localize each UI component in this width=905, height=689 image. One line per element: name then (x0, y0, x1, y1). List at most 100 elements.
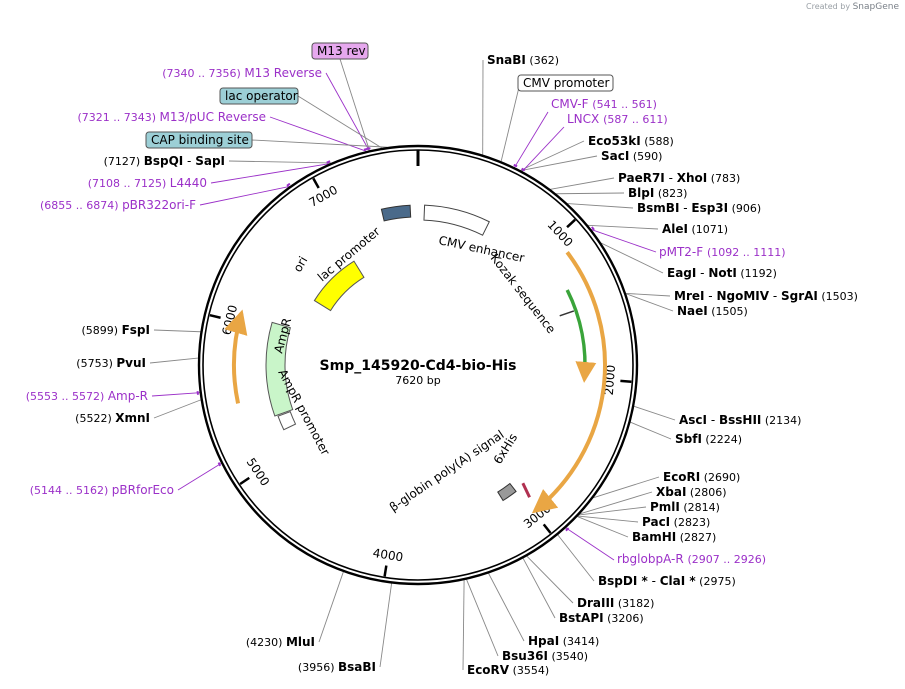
primer-name: L4440 (170, 176, 207, 190)
enzyme-pos: (5753) (76, 357, 116, 370)
leader-24 (318, 571, 344, 643)
primer-range: (541 .. 561) (592, 98, 657, 111)
ampr-feature (265, 321, 294, 417)
boxed-text: lac operator (225, 89, 298, 103)
enzyme-name: EcoRV (467, 663, 510, 677)
enzyme-name: XbaI (656, 485, 686, 499)
enzyme-pos: (5899) (82, 324, 122, 337)
enzyme-name: NgoMIV (716, 289, 769, 303)
enzyme-blpi: BlpI (823) (628, 186, 687, 200)
enzyme-name: Bsu36I (502, 649, 548, 663)
boxed-leader-0 (339, 58, 370, 151)
enzyme-pos: (3182) (614, 597, 654, 610)
enzyme-sep: - (696, 266, 708, 280)
leader-26 (149, 357, 199, 364)
scale-label-7000: 7000 (307, 183, 340, 210)
watermark-brand: SnapGene (852, 2, 899, 12)
primer-name: LNCX (567, 112, 603, 126)
enzyme-pos: (590) (629, 150, 662, 163)
plasmid-size: 7620 bp (395, 374, 440, 387)
scale-tick-7000 (312, 177, 320, 189)
primer-m13-reverse: (7340 .. 7356) M13 Reverse (162, 66, 322, 80)
enzyme-name: PmlI (650, 500, 680, 514)
label-globin-polya: β-globin poly(A) signal (387, 427, 507, 514)
enzyme-pos: (3554) (509, 664, 549, 677)
boxed-rect (145, 131, 253, 149)
primer-mark-0 (513, 163, 518, 168)
enzyme-name: PaeR7I (618, 171, 665, 185)
enzyme-pos: (2690) (700, 471, 740, 484)
primer-name: pBRforEco (112, 483, 174, 497)
backbone-outer-ring (197, 144, 639, 586)
primer-mark-3 (565, 527, 570, 532)
enzyme-sep: - (769, 289, 781, 303)
label-kozak-sequence: Kozak sequence (488, 251, 559, 336)
enzyme-pos: (2224) (702, 433, 742, 446)
primer-leader-2 (591, 229, 657, 253)
leader-12 (593, 476, 660, 499)
label-ampr: AmpR (271, 317, 294, 355)
enzyme-bsmbi-esp3i: BsmBI - Esp3I (906) (637, 201, 761, 215)
enzyme-name: NaeI (677, 304, 708, 318)
enzyme-name: DraIII (577, 596, 614, 610)
scale-label-3000: 3000 (521, 501, 554, 531)
primer-rbglobpa-r: rbglobpA-R (2907 .. 2926) (617, 552, 766, 566)
enzyme-paci: PacI (2823) (642, 515, 710, 529)
leader-11 (630, 421, 672, 440)
primer-leader-8 (269, 116, 367, 152)
enzyme-name: XmnI (115, 411, 150, 425)
enzyme-bstapi: BstAPI (3206) (559, 611, 644, 625)
enzyme-ecorv: EcoRV (3554) (467, 663, 549, 677)
enzyme-pos: (3956) (298, 661, 338, 674)
leader-18 (526, 555, 574, 604)
leader-22 (462, 580, 465, 671)
primer-range: (587 .. 611) (603, 113, 668, 126)
enzyme-pos: (362) (526, 54, 559, 67)
primer-range: (5553 .. 5572) (26, 390, 108, 403)
enzyme-name: PacI (642, 515, 670, 529)
leader-27 (153, 329, 201, 333)
enzyme-pos: (2806) (686, 486, 726, 499)
boxed-lac-operator: lac operator (219, 87, 299, 105)
boxed-leader-2 (251, 139, 388, 148)
enzyme-name: BamHI (632, 530, 676, 544)
primer-mark-2 (591, 226, 595, 231)
leader-23 (379, 583, 393, 668)
enzyme-sep: - (665, 171, 677, 185)
enzyme-name: Eco53kI (588, 134, 641, 148)
boxed-cmv-promoter: CMV promoter (517, 74, 614, 92)
primer-name: M13/pUC Reverse (160, 110, 267, 124)
enzyme-asci-bsshii: AscI - BssHII (2134) (679, 413, 801, 427)
leader-17 (557, 534, 595, 582)
enzyme-pos: (783) (707, 172, 740, 185)
enzyme-name: BlpI (628, 186, 654, 200)
his-tag-mark (521, 482, 531, 498)
primer-mark-4 (217, 462, 222, 467)
primer-leader-4 (177, 462, 222, 491)
enzyme-name: AleI (662, 222, 688, 236)
leader-8 (625, 292, 671, 297)
leader-1 (520, 140, 585, 171)
enzyme-name: EagI (667, 266, 696, 280)
enzyme-name: MluI (286, 635, 315, 649)
primer-pmt2-f: pMT2-F (1092 .. 1111) (659, 245, 786, 259)
leader-3 (550, 177, 615, 190)
enzyme-fspi: (5899) FspI (82, 323, 150, 337)
enzyme-sep: - (648, 574, 660, 588)
primer-l4440: (7108 .. 7125) L4440 (88, 176, 207, 190)
leader-21 (466, 579, 499, 657)
scale-tick-6000 (209, 313, 221, 319)
primer-pbrforeco: (5144 .. 5162) pBRforEco (30, 483, 174, 497)
leader-15 (577, 515, 639, 523)
label-cmv-enhancer: CMV enhancer (437, 233, 525, 265)
cds-arc-right (531, 251, 607, 514)
enzyme-pos: (2827) (676, 531, 716, 544)
boxed-leader-3 (500, 82, 521, 162)
enzyme-snabi: SnaBI (362) (487, 53, 559, 67)
primer-mark-6 (286, 182, 291, 187)
scale-label-4000: 4000 (372, 546, 404, 565)
primer-leader-6 (199, 185, 290, 206)
primer-m13-puc-reverse: (7321 .. 7343) M13/pUC Reverse (77, 110, 266, 124)
primer-name: pBR322ori-F (122, 198, 196, 212)
